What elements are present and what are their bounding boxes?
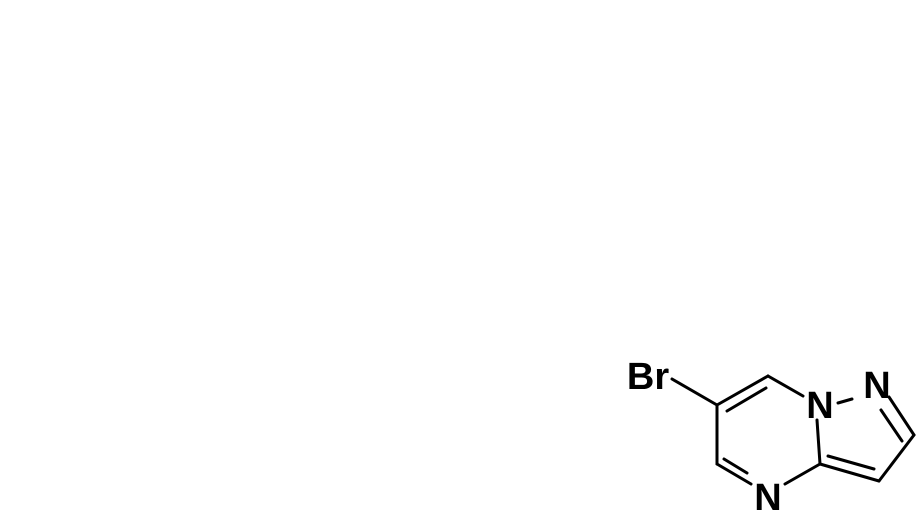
bond-c2-c3	[877, 433, 916, 483]
bond-c6-c7	[715, 374, 770, 407]
bond-c3a-n8	[815, 418, 822, 466]
atom-label-n-bridge: N	[806, 385, 833, 427]
bond-n4-c5	[715, 462, 753, 486]
bond-c6-c7-inner	[725, 386, 768, 413]
bond-n8-n1	[836, 397, 854, 405]
atom-label-n-pyrazole: N	[863, 365, 890, 407]
bond-br-c6	[670, 377, 719, 407]
bond-c3-c3a-inner	[826, 454, 876, 471]
bond-c3-c3a	[818, 462, 881, 483]
atom-label-br: Br	[627, 356, 669, 398]
bond-n4-c5-inner	[722, 457, 749, 475]
bond-c3a-n4	[783, 462, 822, 486]
atom-labels: Br N N N	[627, 356, 891, 519]
bond-n1-c2-inner	[879, 408, 904, 443]
atom-label-n-pyrimidine: N	[754, 477, 781, 519]
bond-n1-c2	[887, 395, 916, 437]
bond-c7-n8	[766, 374, 805, 398]
bonds	[670, 374, 916, 486]
